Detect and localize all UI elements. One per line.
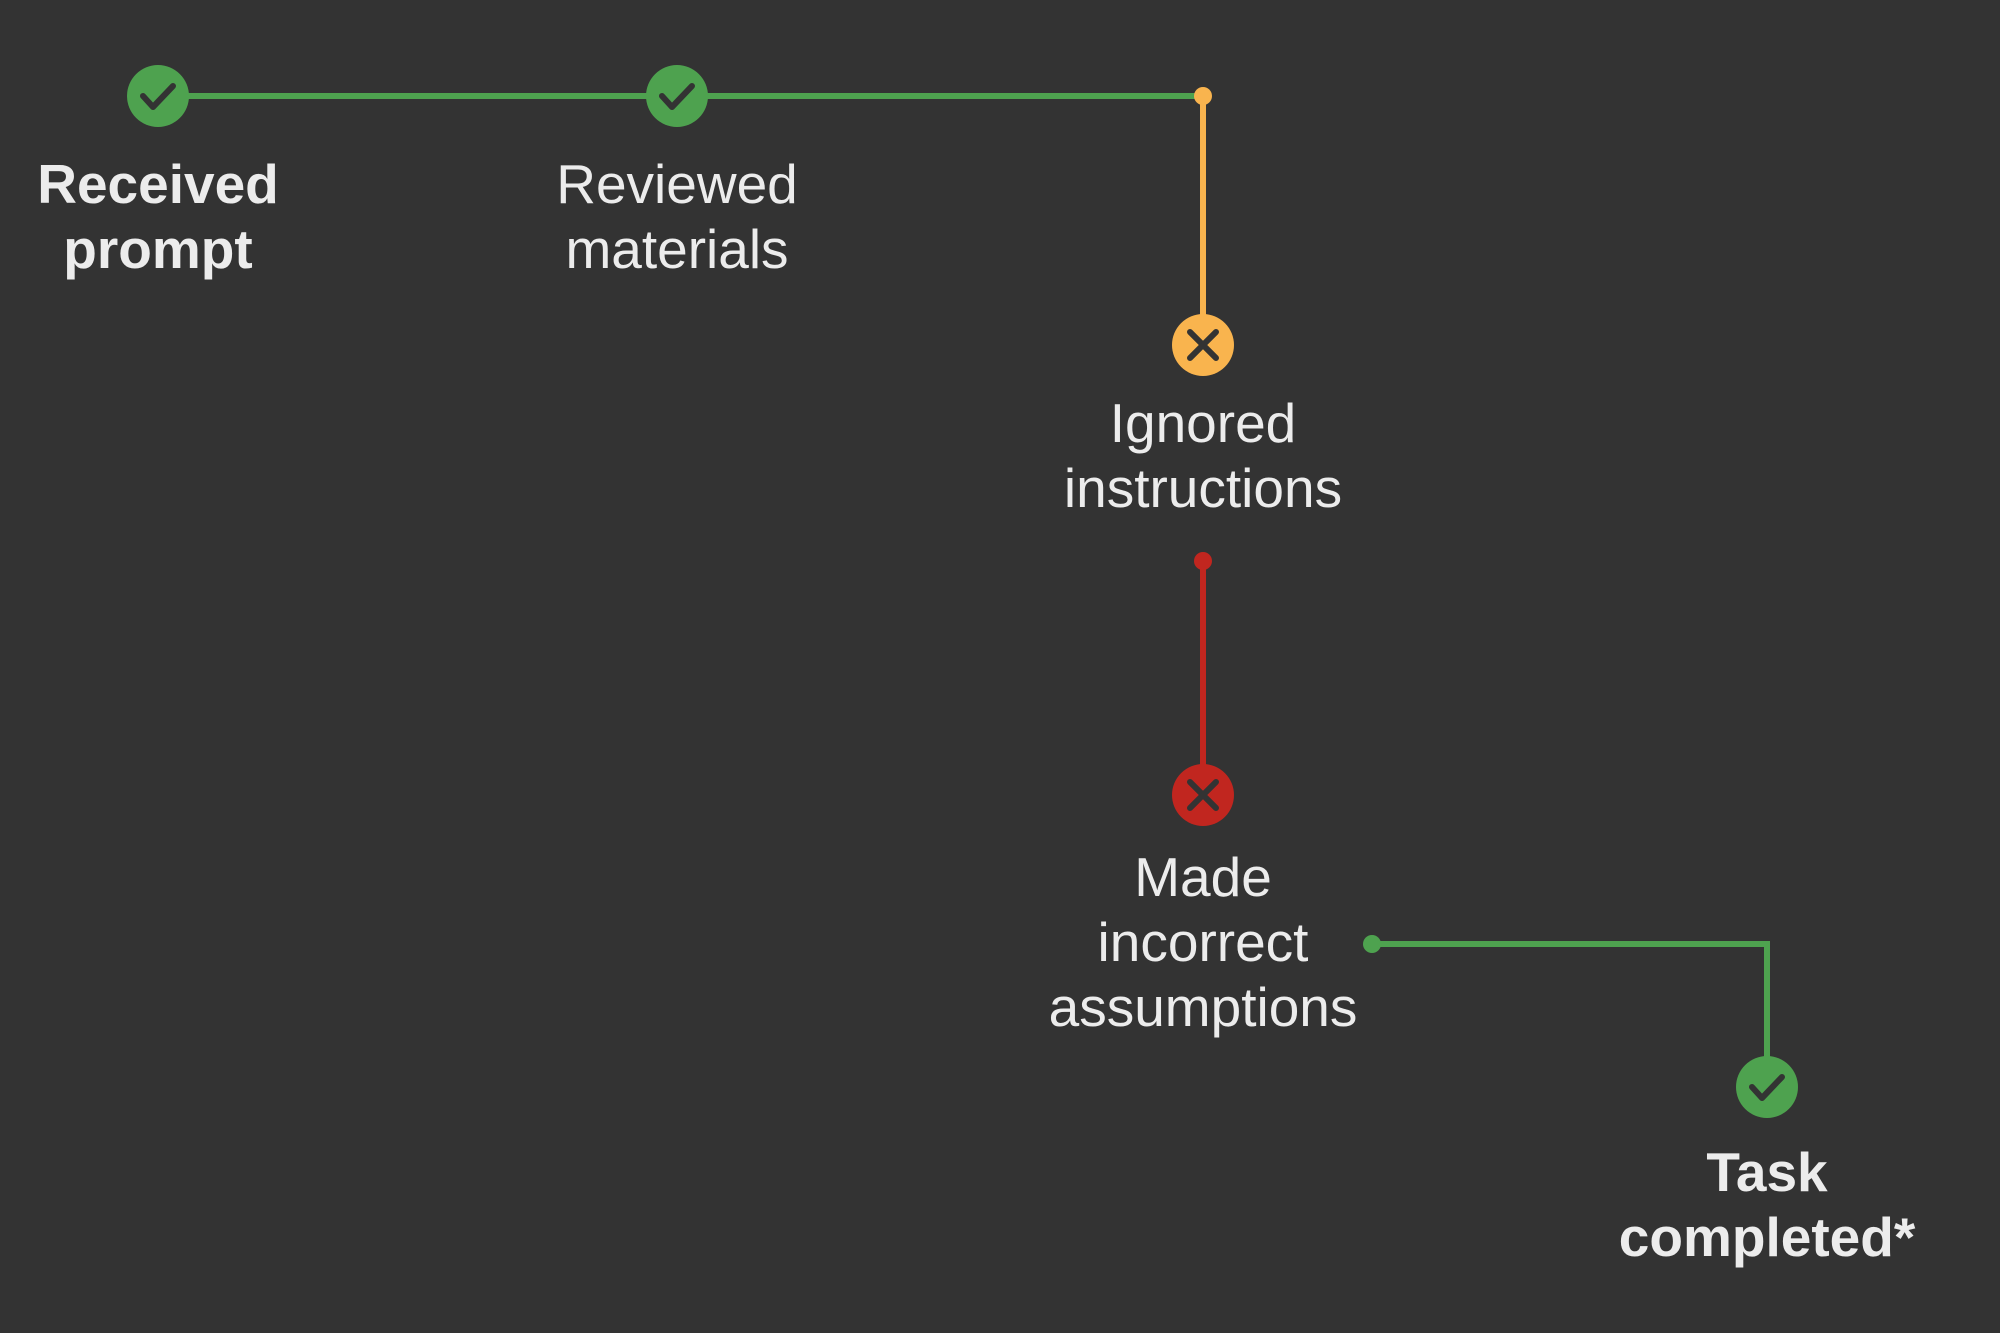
x-icon: [1187, 329, 1219, 361]
step-label-assumptions: Made incorrect assumptions: [1048, 846, 1358, 1038]
step-label-completed: Task completed*: [1618, 1141, 1916, 1268]
step-node-reviewed: [646, 65, 708, 127]
step-node-assumptions: [1172, 764, 1234, 826]
step-label-reviewed: Reviewed materials: [556, 153, 798, 280]
connector-assumptions-dot: [1363, 935, 1381, 953]
check-icon: [1749, 1074, 1785, 1101]
connector-ignored-dot: [1194, 552, 1212, 570]
connector-assumptions-to-completed: [1372, 941, 1770, 1087]
check-icon: [140, 83, 176, 110]
step-node-received: [127, 65, 189, 127]
step-node-ignored: [1172, 314, 1234, 376]
connector-turn-dot: [1194, 87, 1212, 105]
step-node-completed: [1736, 1056, 1798, 1118]
step-label-ignored: Ignored instructions: [1063, 392, 1343, 519]
step-label-received: Received prompt: [37, 153, 279, 280]
check-icon: [659, 83, 695, 110]
x-icon: [1187, 779, 1219, 811]
